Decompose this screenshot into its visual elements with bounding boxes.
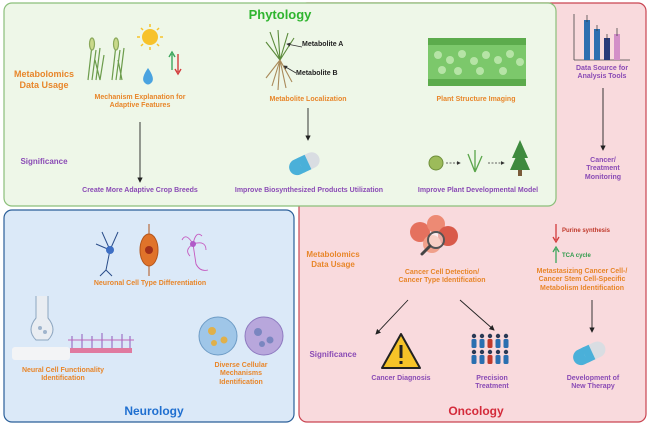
developmental-label: Improve Plant Developmental Model <box>417 187 539 194</box>
neurology-title: Neurology <box>124 404 184 418</box>
people-icon <box>471 333 509 364</box>
metabolite-b-label: Metabolite B <box>296 70 338 77</box>
oncology-usage-label: Metabolomics Data Usage <box>306 250 360 269</box>
metabolite-a-label: Metabolite A <box>302 41 344 48</box>
water-drop-icon <box>143 68 153 85</box>
bar-chart-icon <box>573 14 630 61</box>
differentiation-label: Neuronal Cell Type Differentiation <box>93 280 207 287</box>
diagnosis-label: Cancer Diagnosis <box>371 375 431 382</box>
seed-to-tree-icon <box>428 140 530 176</box>
oncology-title: Oncology <box>448 404 504 418</box>
neuron-icon <box>95 224 209 277</box>
plant-roots-icon <box>265 29 295 91</box>
therapy-label: Development of New Therapy <box>566 375 620 391</box>
neurology-panel <box>3 209 295 423</box>
localization-label: Metabolite Localization <box>269 96 347 103</box>
imaging-label: Plant Structure Imaging <box>436 96 516 103</box>
purine-label: Purine synthesis <box>562 228 611 234</box>
magnifier-icon <box>420 231 445 256</box>
sun-icon <box>137 24 163 50</box>
phytology-panel <box>3 2 557 207</box>
biosynth-label: Improve Biosynthesized Products Utilizat… <box>234 187 384 194</box>
phytology-title: Phytology <box>248 7 312 22</box>
oncology-significance-label: Significance <box>309 350 357 359</box>
phytology-significance-label: Significance <box>20 157 68 166</box>
monitoring-label: Cancer/ Treatment Monitoring <box>584 157 622 181</box>
tca-label: TCA cycle <box>562 253 591 259</box>
precision-label: Precision Treatment <box>475 375 509 391</box>
capsule-pill-icon <box>289 152 320 176</box>
data-source-label: Data Source for Analysis Tools <box>575 65 629 81</box>
mechanism-label: Mechanism Explanation for Adaptive Featu… <box>94 94 186 110</box>
capsule-pill-icon <box>573 341 606 366</box>
wheat-plant-icon <box>87 37 125 81</box>
functionality-label: Neural Cell Functionality Identification <box>21 367 105 383</box>
phytology-usage-label: Metabolomics Data Usage <box>13 69 74 90</box>
up-down-arrows-icon <box>168 50 182 76</box>
warning-sign-icon <box>381 333 421 369</box>
crop-label: Create More Adaptive Crop Breeds <box>82 187 198 194</box>
synapse-icon <box>12 296 134 360</box>
metastasizing-label: Metastasizing Cancer Cell-/ Cancer Stem … <box>536 268 628 292</box>
cells-icon <box>198 316 284 356</box>
mechanisms-label: Diverse Cellular Mechanisms Identificati… <box>214 362 268 386</box>
leaf-tissue-icon <box>428 38 526 86</box>
detection-label: Cancer Cell Detection/ Cancer Type Ident… <box>398 269 486 285</box>
